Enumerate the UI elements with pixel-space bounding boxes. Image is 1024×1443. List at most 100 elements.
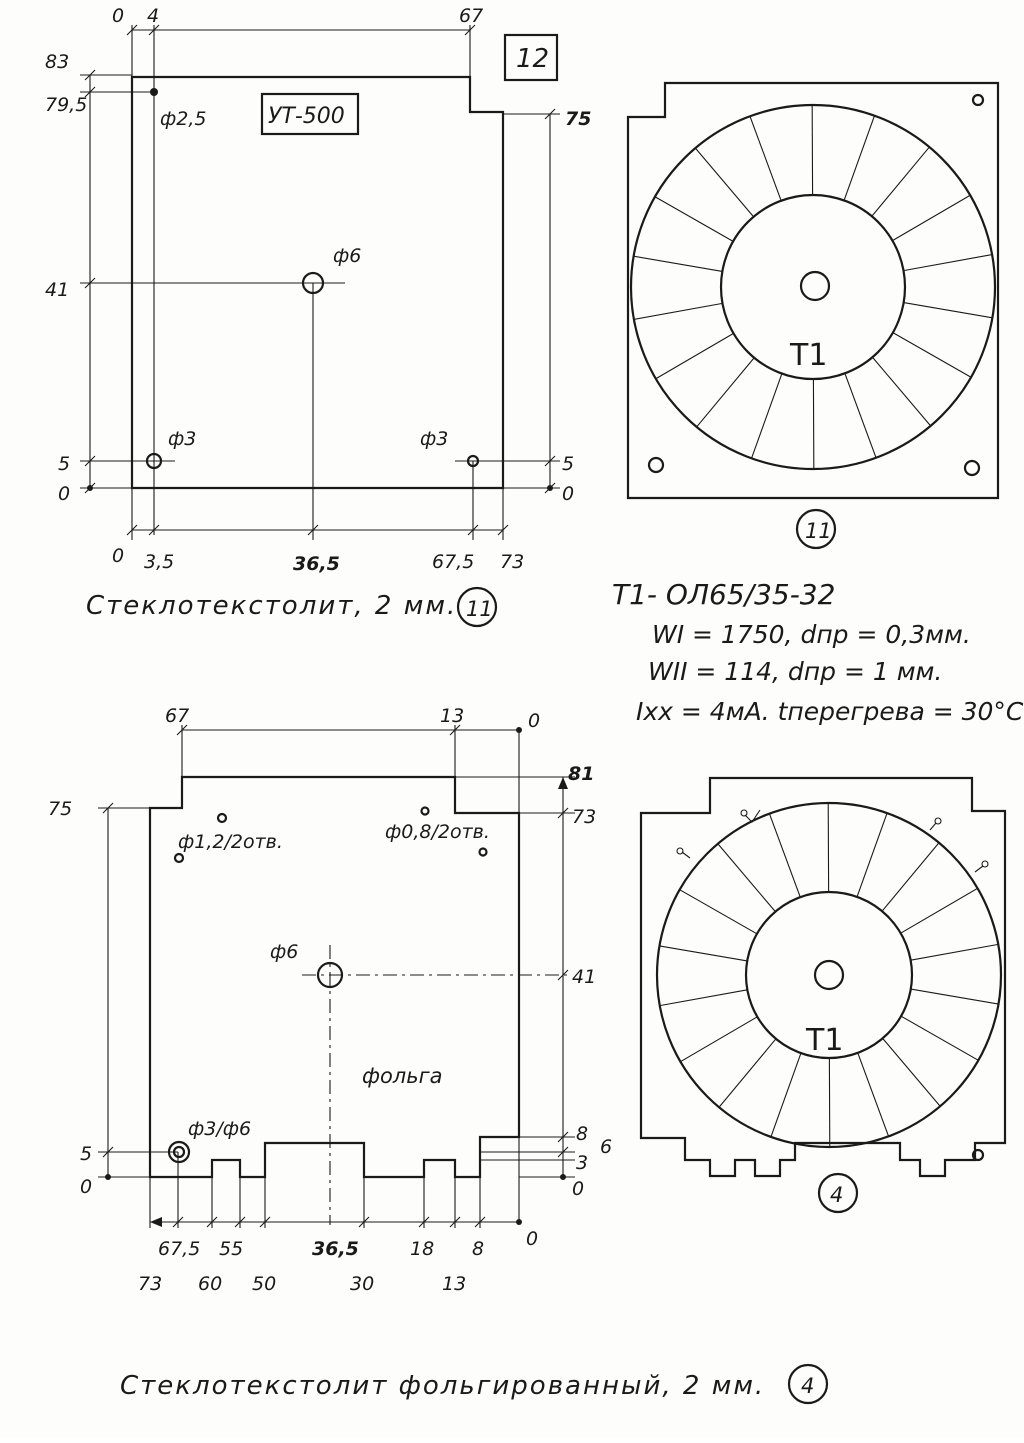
winding-section-line [752, 374, 782, 459]
dim-text: 73 [138, 1273, 162, 1295]
board-11-drawing: 0 4 67 83 79,5 41 5 0 75 5 0 0 3,5 36,5 … [45, 5, 591, 575]
mount-hole-icon [965, 461, 979, 475]
transformer-view-11: T1 [628, 83, 998, 498]
dim-text: 79,5 [45, 94, 87, 116]
board-11-caption: Стеклотекстолит, 2 мм. [86, 591, 457, 621]
lead-wires [677, 810, 988, 872]
dim-text: 41 [572, 966, 596, 988]
winding-section-line [771, 1053, 801, 1137]
spec-line: WI = 1750, dпр = 0,3мм. [652, 620, 971, 649]
center-hole-icon [815, 961, 843, 989]
dim-text: 3,5 [144, 551, 174, 573]
dim-text: 13 [442, 1273, 466, 1295]
hole-label: ф6 [270, 941, 298, 963]
center-hole-icon [801, 272, 829, 300]
hole-label: ф0,8/2отв. [385, 821, 490, 843]
winding-section-line [656, 333, 734, 378]
toroid-winding-sections [659, 803, 998, 1147]
dim-text: 0 [572, 1178, 584, 1200]
mounting-plate-outline [628, 83, 998, 498]
dim-text: 50 [252, 1273, 276, 1295]
hole-icon [150, 88, 158, 96]
dim-text: 81 [568, 763, 594, 785]
winding-section-line [634, 303, 723, 319]
dim-text: 30 [350, 1273, 374, 1295]
winding-section-line [904, 303, 993, 318]
dim-text: 55 [219, 1238, 243, 1260]
dim-text: 8 [472, 1238, 484, 1260]
toroid-winding-sections [634, 105, 993, 469]
dim-text: 41 [45, 279, 69, 301]
dim-text: 5 [80, 1143, 92, 1165]
transformer-view-4: T1 [641, 778, 1005, 1176]
hole-label: ф3 [168, 428, 196, 450]
toroid-outer [631, 105, 995, 469]
winding-section-line [680, 890, 757, 934]
winding-section-line [695, 148, 753, 217]
dim-text: 36,5 [312, 1238, 359, 1260]
spec-line: WII = 114, dпр = 1 мм. [648, 657, 942, 686]
winding-section-line [872, 147, 930, 216]
board-4-caption: Стеклотекстолит фольгированный, 2 мм. [120, 1371, 765, 1401]
hole-label: ф3 [420, 428, 448, 450]
dim-text: 4 [147, 5, 159, 27]
winding-section-line [659, 946, 747, 961]
winding-section-line [901, 888, 978, 933]
dim-text: 67 [459, 5, 483, 27]
winding-section-line [750, 116, 781, 200]
dim-text: 0 [58, 483, 70, 505]
dim-text: 67,5 [158, 1238, 200, 1260]
board-4-caption-number: 4 [801, 1374, 814, 1398]
dim-text: 0 [562, 483, 574, 505]
hole-label: ф1,2/2отв. [178, 831, 283, 853]
hole-icon [218, 814, 226, 822]
dim-text: 75 [565, 108, 591, 130]
winding-section-line [858, 1053, 889, 1136]
dim-text: 73 [572, 806, 596, 828]
mounting-plate-outline [641, 778, 1005, 1176]
winding-section-line [893, 333, 971, 378]
dim-text: 0 [112, 545, 124, 567]
dim-text: 0 [112, 5, 124, 27]
winding-section-line [857, 813, 887, 897]
transformer-label: T1 [789, 338, 827, 373]
dim-text: 5 [58, 453, 70, 475]
dim-text: 73 [500, 551, 524, 573]
winding-section-line [844, 116, 874, 201]
mount-hole-icon [649, 458, 663, 472]
spec-line: Iхх = 4мА. tперегрева = 30°C. [636, 697, 1024, 726]
foil-label: фольга [362, 1064, 443, 1088]
dim-text: 83 [45, 51, 69, 73]
winding-section-line [719, 1039, 776, 1107]
winding-section-line [911, 989, 999, 1004]
model-label: УТ-500 [268, 104, 345, 129]
dim-text: 0 [80, 1176, 92, 1198]
mount-hole-icon [973, 95, 983, 105]
dim-text: 3 [576, 1152, 588, 1174]
view-4-number: 4 [830, 1183, 843, 1207]
board-11-caption-number: 11 [466, 597, 493, 621]
winding-section-line [680, 1017, 757, 1062]
dim-text: 6 [600, 1136, 612, 1158]
winding-section-line [769, 814, 800, 897]
winding-section-line [901, 1016, 978, 1060]
hole-icon [175, 854, 183, 862]
winding-section-line [845, 373, 876, 457]
winding-section-line [882, 843, 939, 911]
winding-section-line [660, 990, 748, 1006]
dim-text: 67,5 [432, 551, 474, 573]
winding-section-line [697, 358, 755, 427]
dim-text: 67 [165, 705, 189, 727]
transformer-model: T1- ОЛ65/35-32 [612, 578, 835, 611]
winding-section-line [718, 844, 776, 912]
hole-icon [480, 849, 487, 856]
dim-text: 60 [198, 1273, 222, 1295]
dim-text: 5 [562, 453, 574, 475]
dim-text: 75 [48, 798, 72, 820]
transformer-label: T1 [805, 1023, 843, 1058]
dim-text: 0 [526, 1228, 538, 1250]
winding-section-line [655, 197, 733, 242]
dim-text: 36,5 [293, 553, 340, 575]
dim-text: 8 [576, 1123, 588, 1145]
